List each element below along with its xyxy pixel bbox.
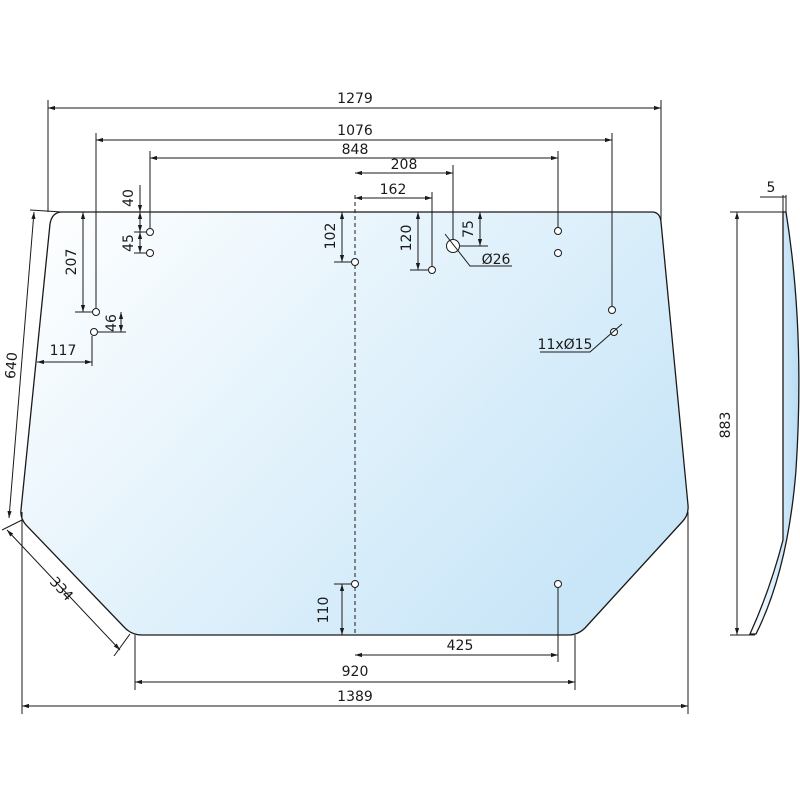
dim-75: 75 xyxy=(461,220,477,238)
hole xyxy=(610,328,618,336)
dim-640: 640 xyxy=(3,352,21,380)
dim-120: 120 xyxy=(399,225,415,252)
glass-pane xyxy=(20,211,689,636)
hole xyxy=(554,580,562,588)
dim-110: 110 xyxy=(316,597,332,624)
hole xyxy=(92,308,100,316)
hole-callout: 11xØ15 xyxy=(538,337,593,353)
side-profile xyxy=(748,211,800,635)
dim-1279: 1279 xyxy=(337,91,373,107)
hole xyxy=(351,258,359,266)
dim-162: 162 xyxy=(380,182,407,198)
dim-208: 208 xyxy=(391,157,418,173)
hole xyxy=(351,580,359,588)
dim-920: 920 xyxy=(342,664,369,680)
hole xyxy=(146,249,154,257)
dim-1389: 1389 xyxy=(337,689,373,705)
dim-45: 45 xyxy=(121,234,137,252)
dim-102: 102 xyxy=(323,223,339,250)
dim-334: 334 xyxy=(46,574,76,605)
dim-1076: 1076 xyxy=(337,123,373,139)
dim-207: 207 xyxy=(64,249,80,276)
dim-5: 5 xyxy=(767,180,776,196)
hole xyxy=(428,266,436,274)
dim-large-hole-diameter: Ø26 xyxy=(482,252,511,268)
hole xyxy=(554,249,562,257)
holes xyxy=(90,227,618,588)
hole xyxy=(146,228,154,236)
dimension-lines xyxy=(6,105,787,709)
dim-848: 848 xyxy=(342,142,369,158)
hole xyxy=(554,227,562,235)
dim-117: 117 xyxy=(50,343,77,359)
dim-46: 46 xyxy=(104,314,120,332)
dim-883: 883 xyxy=(718,412,734,439)
hole xyxy=(90,328,98,336)
dim-425: 425 xyxy=(447,638,474,654)
hole xyxy=(608,306,616,314)
dim-40: 40 xyxy=(121,189,137,207)
